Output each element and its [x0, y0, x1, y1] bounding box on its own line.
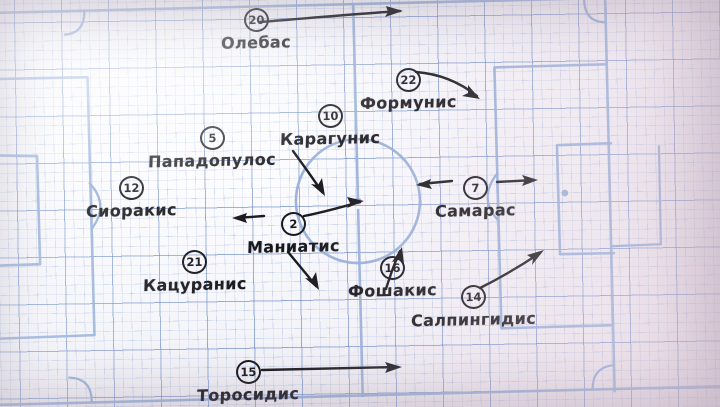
player-marker[interactable]: 21 Кацуранис	[142, 249, 248, 296]
player-number: 15	[235, 359, 261, 385]
player-number: 7	[462, 175, 489, 201]
player-name: Торосидис	[196, 383, 300, 406]
player-number: 2	[280, 211, 307, 237]
player-marker[interactable]: 5 Пападопулос	[147, 125, 277, 172]
player-marker[interactable]: 7 Самарас	[434, 175, 517, 221]
player-name: Пападопулос	[147, 149, 277, 172]
player-marker[interactable]: 2 Маниатис	[246, 211, 341, 257]
arrow-14-diagonal	[478, 250, 544, 290]
player-marker[interactable]: 20 Олебас	[220, 7, 292, 53]
arrow-10-diagonal	[291, 149, 325, 196]
player-name: Самарас	[434, 200, 517, 221]
arrow-2-down	[286, 250, 319, 290]
player-number: 21	[182, 249, 208, 275]
player-number: 10	[317, 103, 343, 129]
player-name: Салпингидис	[410, 308, 537, 331]
player-number: 16	[379, 255, 406, 281]
player-name: Маниатис	[246, 236, 341, 257]
player-marker[interactable]: 12 Сиоракис	[85, 175, 178, 221]
player-name: Карагунис	[279, 127, 381, 150]
player-name: Кацуранис	[142, 273, 248, 296]
player-name: Сиоракис	[85, 200, 178, 221]
player-number: 12	[118, 175, 145, 201]
player-number: 5	[199, 125, 225, 151]
player-marker[interactable]: 14 Салпингидис	[410, 284, 537, 331]
player-marker[interactable]: 10 Карагунис	[279, 103, 381, 150]
player-name: Олебас	[220, 32, 292, 53]
player-marker[interactable]: 15 Торосидис	[196, 359, 300, 406]
player-number: 20	[243, 7, 269, 33]
player-number: 22	[395, 67, 422, 93]
player-number: 14	[460, 284, 487, 310]
